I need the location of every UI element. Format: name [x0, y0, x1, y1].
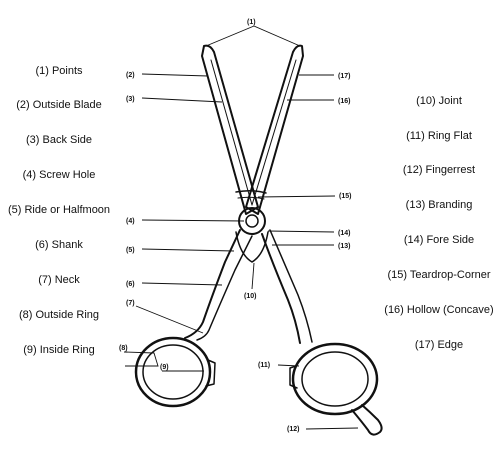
legend-back-side: (3) Back Side [25, 134, 93, 146]
callout-6: (6) [126, 281, 135, 288]
callout-11: (11) [258, 362, 270, 369]
blade-left-top [201, 44, 259, 215]
callout-10: (10) [244, 293, 256, 300]
legend-ride-halfmoon: (5) Ride or Halfmoon [7, 204, 111, 216]
callout-7: (7) [126, 300, 135, 307]
legend-outside-blade: (2) Outside Blade [16, 99, 102, 111]
legend-inside-ring: (9) Inside Ring [23, 344, 95, 356]
callout-1: (1) [247, 19, 256, 26]
legend-hollow-concave: (16) Hollow (Concave) [384, 304, 494, 316]
callout-15: (15) [339, 193, 351, 200]
callout-13: (13) [338, 243, 350, 250]
callout-12: (12) [287, 426, 299, 433]
ring-right-inner [301, 351, 369, 407]
callout-3: (3) [126, 96, 135, 103]
legend-branding: (13) Branding [405, 199, 473, 211]
shank-left [184, 229, 241, 339]
blade-right-top [245, 44, 304, 215]
legend-teardrop-corner: (15) Teardrop-Corner [387, 269, 491, 281]
legend-joint: (10) Joint [416, 95, 462, 107]
legend-screw-hole: (4) Screw Hole [22, 169, 96, 181]
callout-16: (16) [338, 98, 350, 105]
callout-4: (4) [126, 218, 135, 225]
legend-fore-side: (14) Fore Side [403, 234, 475, 246]
shank-right [261, 233, 301, 344]
ring-right-outer [291, 342, 379, 416]
ring-left-outer [134, 336, 212, 408]
callout-17: (17) [338, 73, 350, 80]
legend-fingerrest: (12) Fingerrest [402, 164, 476, 176]
legend-edge: (17) Edge [414, 339, 464, 351]
legend-neck: (7) Neck [38, 274, 80, 286]
legend-points: (1) Points [35, 65, 83, 77]
ring-left-inner [142, 344, 204, 400]
callout-8: (8) [119, 345, 128, 352]
legend-shank: (6) Shank [35, 239, 83, 251]
legend-ring-flat: (11) Ring Flat [406, 130, 472, 142]
callout-2: (2) [126, 72, 135, 79]
legend-outside-ring: (8) Outside Ring [18, 309, 100, 321]
callout-5: (5) [126, 247, 135, 254]
finger-rest [351, 404, 383, 436]
callout-14: (14) [338, 230, 350, 237]
callout-9: (9) [160, 364, 169, 371]
